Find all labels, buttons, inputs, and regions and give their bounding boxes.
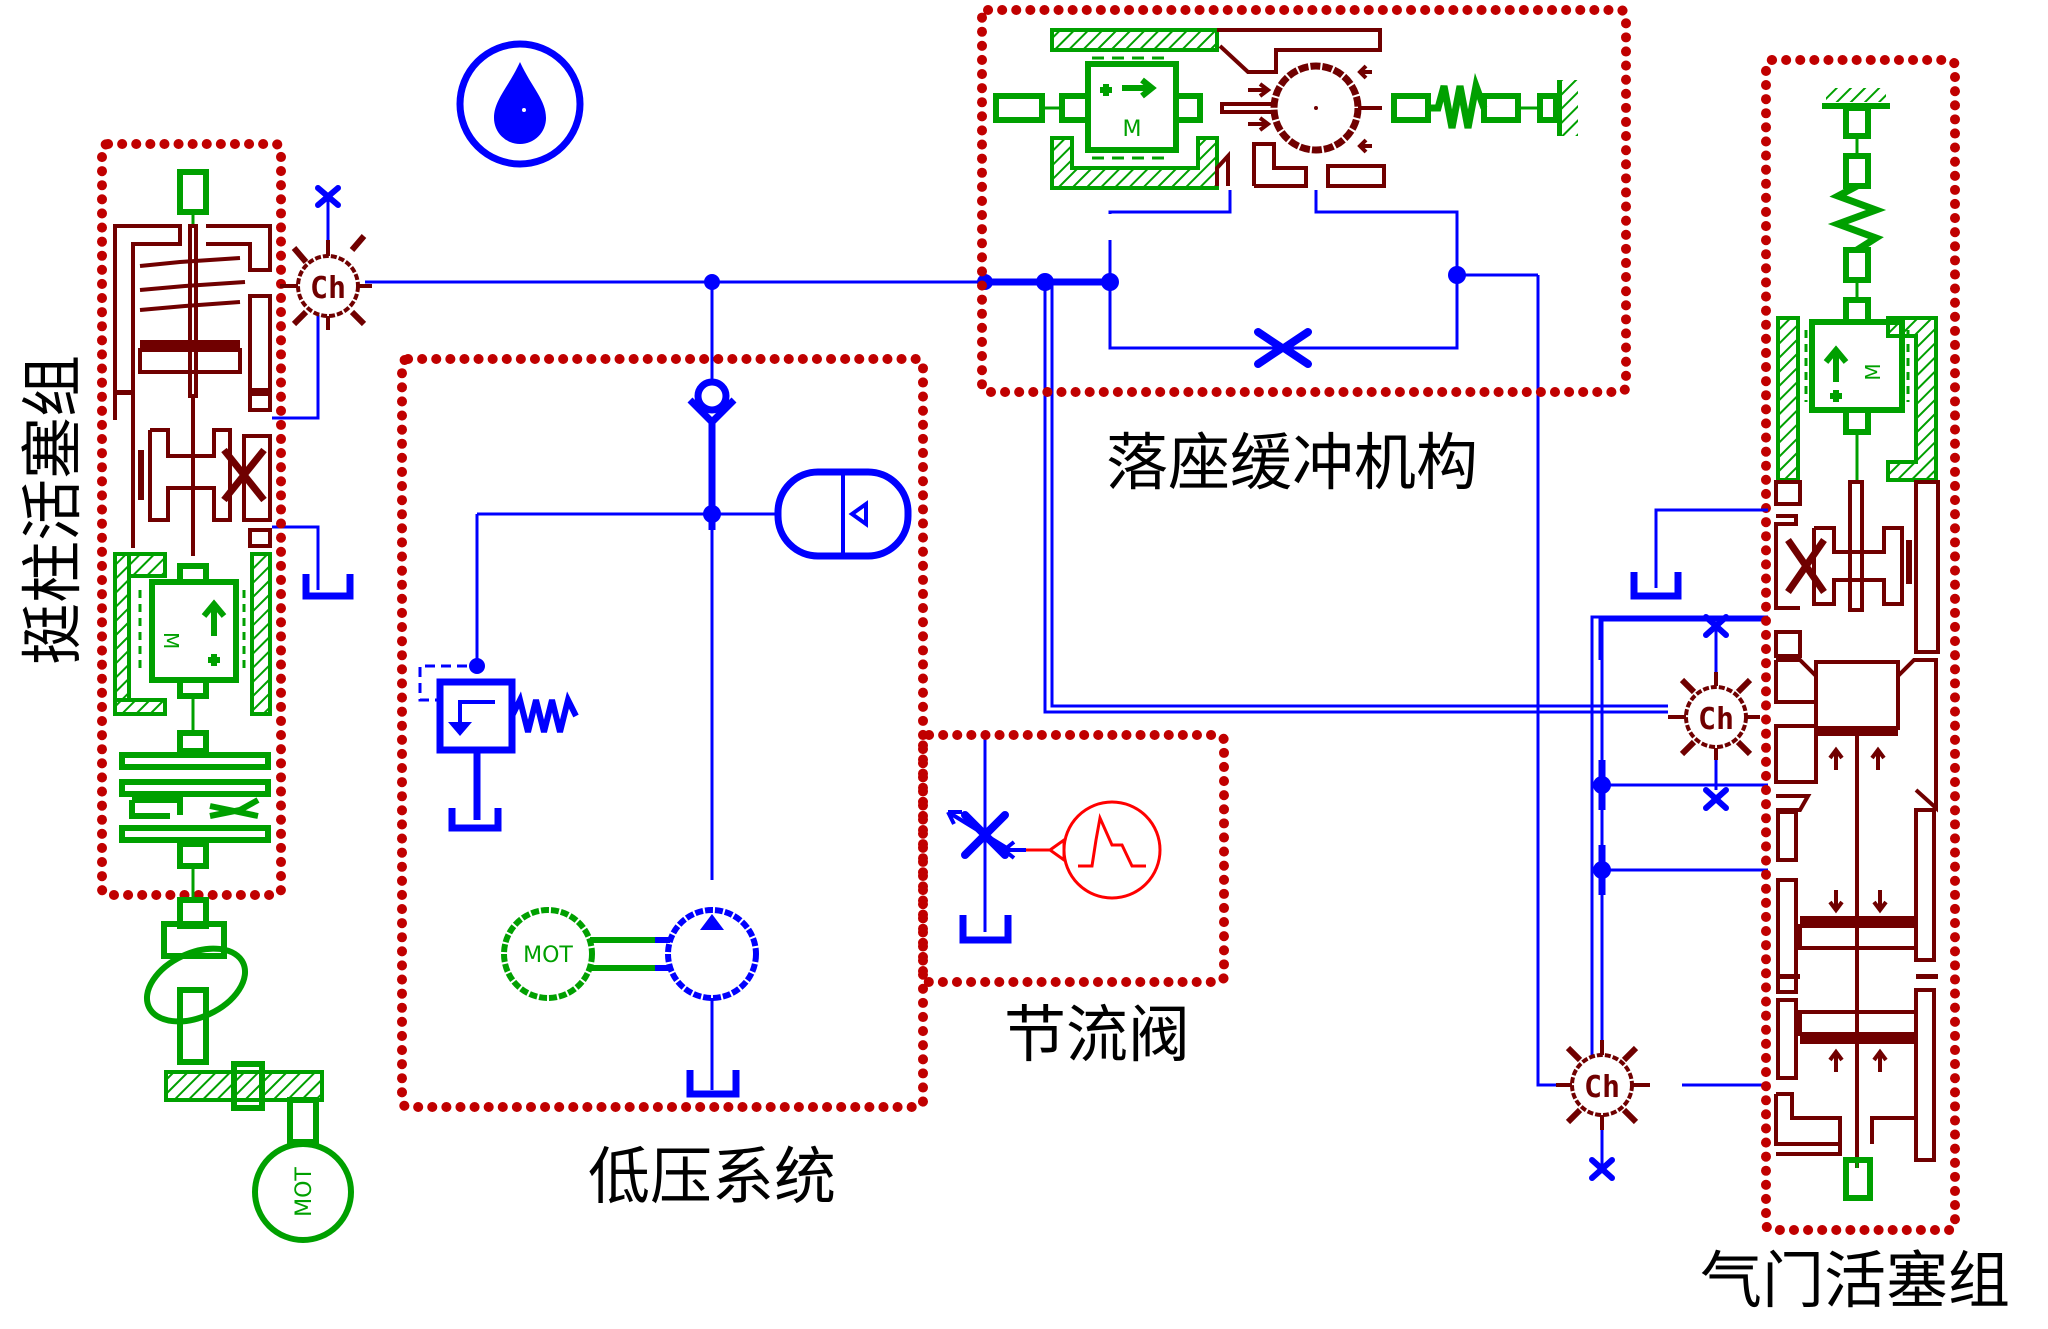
throttle-valve-group[interactable] [918, 730, 1229, 987]
signal-source[interactable] [1026, 800, 1162, 900]
junction-dots [469, 266, 1611, 879]
plug-icons [315, 185, 1729, 1181]
group-border [1761, 55, 1960, 1235]
fluid-properties-icon[interactable] [456, 40, 584, 168]
tank-icon [302, 574, 354, 600]
hydraulic-lines [272, 190, 1768, 1170]
orifice[interactable] [1254, 328, 1312, 368]
plug-icon [1703, 614, 1729, 638]
gear-drive [143, 897, 324, 1145]
group-border [397, 354, 928, 1112]
plug-icon [1703, 787, 1729, 811]
accumulator[interactable] [774, 468, 912, 560]
group-border [977, 5, 1631, 397]
label-tappet-piston-group: 挺柱活塞组 [16, 355, 89, 665]
plug-icon [1589, 1157, 1615, 1181]
motor-label: MOT [523, 943, 573, 968]
tank-icon [959, 915, 1012, 944]
motor-pump[interactable]: MOT [501, 907, 595, 1001]
chamber-tappet[interactable]: Ch [280, 234, 372, 330]
group-border [918, 730, 1229, 987]
chamber-valve-lower[interactable]: Ch [1556, 1040, 1650, 1130]
motor-label: MOT [292, 1167, 317, 1217]
group-border [97, 139, 286, 900]
seating-buffer-mechanism[interactable]: M [977, 5, 1631, 397]
label-seating-buffer: 落座缓冲机构 [1106, 426, 1478, 499]
relief-valve[interactable] [418, 664, 579, 820]
low-pressure-system[interactable]: MOT [397, 354, 928, 1112]
label-valve-piston-group: 气门活塞组 [1700, 1244, 2010, 1317]
mass-label: M [1123, 117, 1142, 142]
check-valve[interactable] [687, 378, 737, 427]
chamber-label: Ch [1584, 1070, 1620, 1105]
pump[interactable] [665, 907, 759, 1090]
motor-tappet[interactable]: MOT [252, 1141, 354, 1243]
chamber-label: Ch [310, 271, 346, 306]
variable-orifice[interactable] [946, 810, 1026, 860]
plug-icon [315, 185, 341, 242]
label-throttle-valve: 节流阀 [1004, 998, 1190, 1071]
svg-text:M: M [159, 632, 183, 649]
mass-label: M [1861, 363, 1885, 380]
tappet-piston-group[interactable]: M [97, 139, 286, 900]
label-low-pressure-system: 低压系统 [588, 1140, 836, 1213]
chamber-label: Ch [1698, 702, 1734, 737]
tank-icon [1630, 508, 1768, 600]
tank-icon [448, 808, 502, 832]
chamber-valve-upper[interactable]: Ch [1668, 672, 1760, 760]
tank-icon [686, 1070, 740, 1098]
valve-piston-group[interactable]: M [1761, 55, 1960, 1235]
